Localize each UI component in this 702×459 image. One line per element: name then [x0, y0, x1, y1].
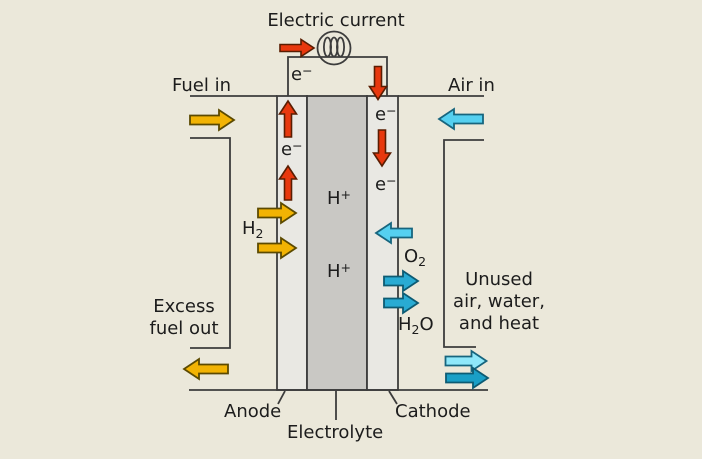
- anode-leader-line: [277, 390, 286, 405]
- excess-fuel-out-arrow: [182, 357, 229, 381]
- circuit-wire: [287, 56, 388, 96]
- oxygen-in-arrow: [374, 221, 413, 245]
- fuel-in-arrow: [189, 108, 236, 132]
- electron-label-anode: e−: [281, 138, 303, 160]
- electron-wire-down-arrow: [368, 65, 388, 101]
- water-label: H2O: [398, 314, 434, 337]
- oxygen-label: O2: [404, 246, 427, 269]
- excess-fuel-out-label: Excess fuel out: [149, 296, 219, 339]
- air-in-arrow: [437, 107, 484, 131]
- load-coil-icon: [316, 30, 352, 66]
- air-channel-wall: [443, 139, 484, 348]
- electron-label-left-wire: e−: [291, 63, 313, 85]
- outlet-light-arrow: [444, 349, 489, 373]
- fuel-channel-wall: [190, 137, 231, 349]
- water-out-arrow-2: [383, 291, 420, 315]
- hydrogen-in-arrow-2: [257, 236, 298, 260]
- electron-anode-up-arrow-1: [278, 99, 298, 138]
- coil-loop-3: [335, 36, 345, 58]
- unused-output-label: Unused air, water, and heat: [453, 269, 545, 334]
- electrolyte-label: Electrolyte: [287, 422, 384, 443]
- electrolyte-layer: [306, 95, 368, 391]
- cathode-label: Cathode: [395, 401, 471, 422]
- cathode-leader-line: [388, 390, 398, 405]
- electron-anode-up-arrow-2: [278, 164, 298, 201]
- fuel-in-label: Fuel in: [172, 75, 231, 96]
- proton-label-lower: H+: [327, 260, 352, 282]
- electron-label-cathode-lower: e−: [375, 173, 397, 195]
- air-in-label: Air in: [448, 75, 495, 96]
- water-out-arrow-1: [383, 269, 420, 293]
- electron-cathode-down-arrow: [372, 129, 392, 168]
- electric-current-arrow: [279, 38, 316, 58]
- hydrogen-label: H2: [242, 218, 264, 241]
- electron-label-cathode-upper: e−: [375, 103, 397, 125]
- electric-current-label: Electric current: [267, 10, 405, 31]
- anode-label: Anode: [224, 401, 282, 422]
- proton-label-upper: H+: [327, 187, 352, 209]
- outlet-dark-arrow: [445, 366, 490, 390]
- hydrogen-in-arrow-1: [257, 201, 298, 225]
